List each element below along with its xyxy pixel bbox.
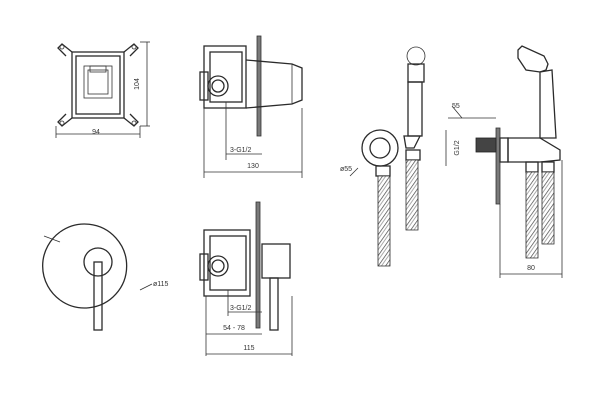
braided-hose [525, 171, 539, 259]
spray-handle [407, 81, 423, 137]
dim-valve-thread: 3-G1/2 [230, 147, 252, 154]
hose-nut [541, 161, 555, 173]
hose-nut [525, 161, 539, 173]
box-outline [71, 51, 125, 119]
thread-nipple [475, 137, 497, 153]
lever-hub [83, 247, 113, 277]
dim-handle-diameter: ø115 [153, 281, 169, 288]
screw-hole [131, 44, 137, 50]
dim-valve-length: 130 [247, 163, 259, 170]
screw-hole [131, 120, 137, 126]
box-core [87, 69, 109, 95]
rosette-tab [43, 235, 61, 243]
box-top-tab [89, 65, 107, 73]
braided-hose [541, 171, 555, 245]
spray-head [517, 45, 549, 73]
inlet-port-inner [211, 259, 225, 273]
wall-plate [495, 127, 501, 205]
inlet-port-outer [207, 255, 229, 277]
box-inner [75, 55, 121, 115]
dim-mount-depth: 54 - 78 [223, 325, 245, 332]
spray-holder-front-view: ø55 [340, 46, 426, 267]
hose-nut [405, 149, 421, 161]
valve-cartridge [245, 59, 303, 109]
leader-line [451, 105, 463, 119]
valve-side-view-top: 3-G1/2 130 [199, 35, 303, 178]
spray-head-cap [406, 46, 426, 66]
dim-holder-height: 55 [452, 103, 460, 110]
holder-arm [507, 137, 561, 163]
dim-holder-depth: 80 [527, 265, 535, 272]
valve-body [203, 45, 247, 109]
spray-grip [403, 135, 422, 149]
holder-rosette-inner [369, 137, 391, 159]
dim-spray-thread: G1/2 [454, 140, 461, 155]
hose-nut [375, 165, 391, 177]
holder-base [499, 137, 509, 163]
handle-body [261, 243, 291, 279]
valve-side-view-bottom: 3-G1/2 54 - 78 115 [199, 201, 293, 356]
handle-front-view: ø115 [42, 223, 169, 331]
handle-rosette-left [42, 231, 61, 301]
holder-rosette [361, 129, 399, 167]
braided-hose [377, 175, 391, 267]
dim-box-height: 104 [134, 78, 141, 90]
dim-box-width: 94 [92, 129, 100, 136]
wall-plate [256, 35, 262, 137]
spray-handle [539, 69, 557, 139]
dim-valve-thread-2: 3-G1/2 [230, 305, 252, 312]
lever-arm [93, 261, 103, 331]
dim-holder-diameter: ø55 [340, 166, 352, 173]
valve-body [203, 229, 251, 297]
inlet-port-inner [211, 79, 225, 93]
braided-hose [405, 159, 419, 231]
leader-line [139, 283, 153, 291]
wall-plate [255, 201, 261, 329]
spray-head-nozzle [407, 63, 425, 83]
handle-rosette [59, 223, 128, 309]
screw-hole [59, 120, 65, 126]
spray-holder-side-view: 55 G1/2 80 [445, 45, 563, 278]
lever-arm [269, 277, 279, 331]
dim-valve-length-2: 115 [243, 345, 254, 352]
box-top-view: 94 104 [55, 41, 150, 138]
leader-line [349, 167, 359, 177]
screw-hole [59, 44, 65, 50]
inlet-port-outer [207, 75, 229, 97]
